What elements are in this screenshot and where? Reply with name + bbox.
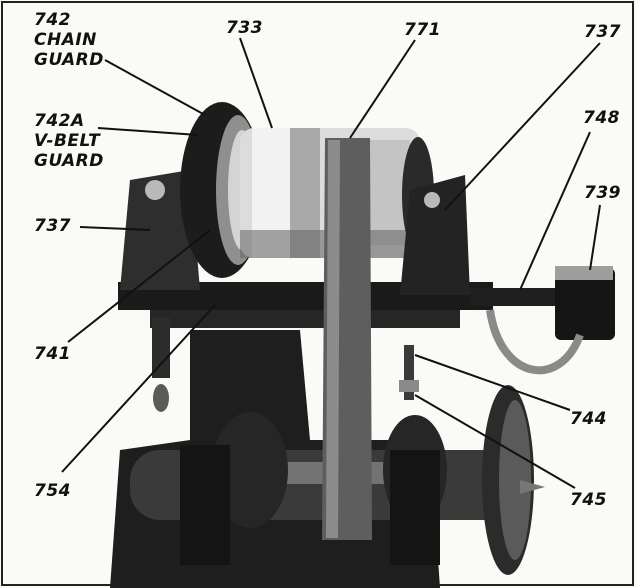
main-bracket-lower: [150, 310, 460, 328]
label-741: 741: [34, 344, 71, 364]
leader-744: [414, 354, 571, 411]
leader-737-top: [444, 42, 601, 211]
label-748: 748: [583, 108, 620, 128]
leader-741: [67, 229, 211, 343]
label-744: 744: [570, 409, 607, 429]
label-737-top: 737: [584, 22, 621, 42]
lower-mount-left: [180, 445, 230, 565]
lever-left: [152, 318, 170, 378]
label-739: 739: [584, 183, 621, 203]
right-pillow-block: [400, 175, 470, 295]
left-pillow-block: [120, 170, 200, 290]
leader-771: [349, 39, 416, 139]
label-chain: CHAIN: [34, 30, 97, 50]
conduit: [486, 309, 584, 375]
label-745: 745: [570, 490, 607, 510]
leader-733: [239, 37, 273, 129]
handwheel-face: [499, 400, 531, 560]
leader-754: [61, 304, 216, 473]
lower-bearing-left: [212, 412, 288, 528]
label-733: 733: [226, 18, 263, 38]
leader-lines: [61, 37, 601, 489]
leader-737-left: [79, 226, 151, 231]
label-771: 771: [404, 20, 441, 40]
lower-mount-right: [390, 450, 440, 565]
leader-745: [414, 394, 576, 489]
label-754: 754: [34, 481, 71, 501]
handwheel-pointer: [520, 480, 545, 494]
v-belt-edge: [326, 140, 340, 538]
leader-742: [104, 59, 206, 116]
label-guard-1: GUARD: [34, 50, 104, 70]
left-pillow-bolt: [145, 180, 165, 200]
switch-box: [555, 268, 615, 340]
lever-knob: [153, 384, 169, 412]
leader-748: [519, 131, 591, 291]
adjust-nut: [399, 380, 419, 392]
label-v-belt: V-BELT: [34, 131, 101, 151]
label-742: 742: [34, 10, 71, 30]
right-pillow-bolt: [424, 192, 440, 208]
label-guard-2: GUARD: [34, 151, 104, 171]
switch-box-top: [555, 266, 613, 280]
adjust-rod: [404, 345, 414, 400]
leader-739: [589, 204, 601, 271]
right-arm: [470, 288, 560, 306]
leader-742a: [97, 127, 199, 136]
label-742a: 742A: [34, 111, 85, 131]
label-737-left: 737: [34, 216, 71, 236]
